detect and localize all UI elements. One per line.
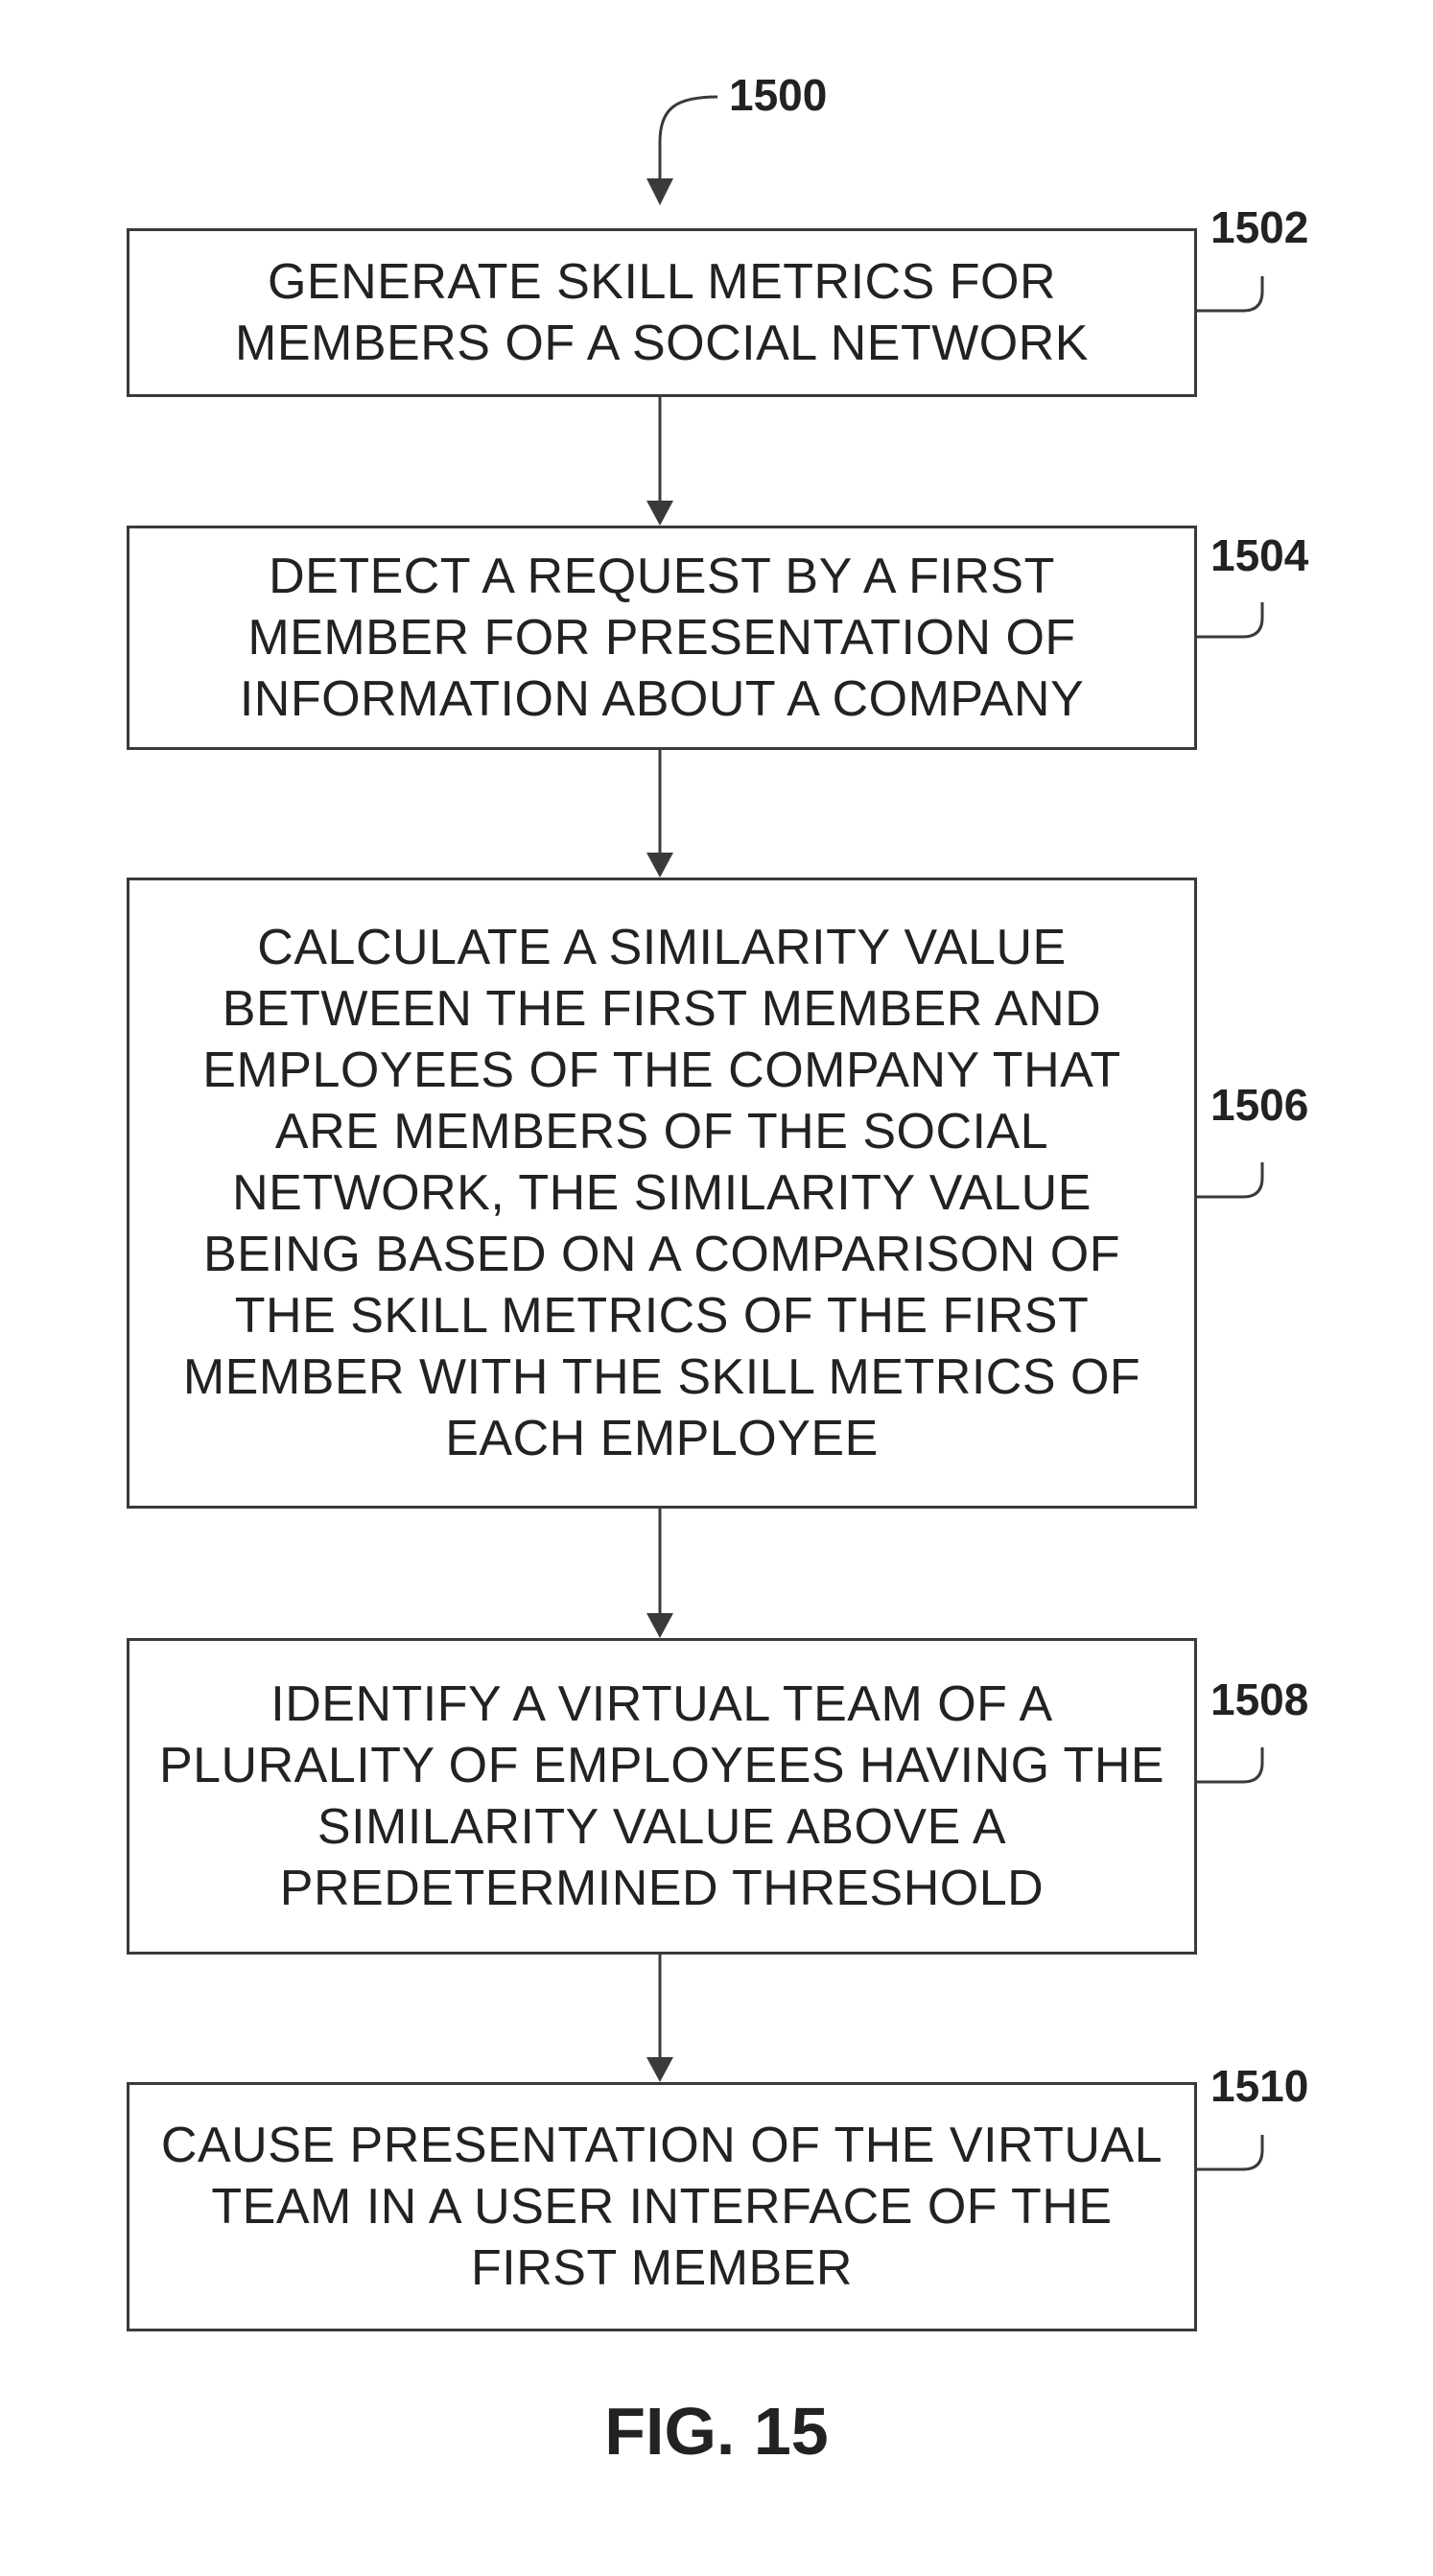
step-text-line: MEMBER FOR PRESENTATION OF [247,607,1075,668]
step-box-1502: GENERATE SKILL METRICS FOR MEMBERS OF A … [127,228,1197,397]
step-box-1504: DETECT A REQUEST BY A FIRST MEMBER FOR P… [127,526,1197,750]
ref-label-1502: 1502 [1210,201,1308,253]
arrow-1508-to-1510-head [646,2057,673,2082]
step-text-line: TEAM IN A USER INTERFACE OF THE [211,2176,1112,2237]
ref-label-1504: 1504 [1210,529,1308,581]
step-text-line: CAUSE PRESENTATION OF THE VIRTUAL [161,2115,1163,2176]
figure-number-label: 1500 [729,69,827,121]
step-text-line: MEMBER WITH THE SKILL METRICS OF [183,1347,1140,1408]
step-box-1508: IDENTIFY A VIRTUAL TEAM OF A PLURALITY O… [127,1638,1197,1955]
step-box-1510: CAUSE PRESENTATION OF THE VIRTUAL TEAM I… [127,2082,1197,2331]
step-text-line: GENERATE SKILL METRICS FOR [268,251,1056,313]
figure-caption: FIG. 15 [0,2393,1433,2470]
step-text-line: INFORMATION ABOUT A COMPANY [240,668,1084,730]
step-text-line: CALCULATE A SIMILARITY VALUE [257,917,1066,978]
step-text-line: BETWEEN THE FIRST MEMBER AND [223,978,1101,1040]
step-text-line: IDENTIFY A VIRTUAL TEAM OF A [270,1674,1052,1735]
arrow-1504-to-1506-head [646,853,673,878]
entry-arrowhead [646,178,673,205]
leader-1508 [1197,1747,1262,1782]
leader-1502 [1197,276,1262,311]
leader-1510 [1197,2135,1262,2169]
step-box-1506: CALCULATE A SIMILARITY VALUE BETWEEN THE… [127,878,1197,1509]
step-text-line: PREDETERMINED THRESHOLD [280,1858,1044,1919]
step-text-line: BEING BASED ON A COMPARISON OF [203,1224,1120,1285]
arrow-1506-to-1508-head [646,1613,673,1638]
entry-arrow [660,97,717,190]
step-text-line: EACH EMPLOYEE [445,1408,879,1469]
step-text-line: NETWORK, THE SIMILARITY VALUE [232,1162,1092,1224]
leader-1504 [1197,602,1262,637]
step-text-line: FIRST MEMBER [471,2237,853,2299]
step-text-line: DETECT A REQUEST BY A FIRST [269,546,1055,607]
leader-1506 [1197,1162,1262,1197]
arrow-1502-to-1504-head [646,501,673,526]
step-text-line: PLURALITY OF EMPLOYEES HAVING THE [159,1735,1164,1796]
step-text-line: ARE MEMBERS OF THE SOCIAL [275,1101,1048,1162]
ref-label-1510: 1510 [1210,2060,1308,2112]
step-text-line: EMPLOYEES OF THE COMPANY THAT [202,1040,1120,1101]
ref-label-1506: 1506 [1210,1079,1308,1131]
step-text-line: SIMILARITY VALUE ABOVE A [317,1796,1006,1858]
ref-label-1508: 1508 [1210,1674,1308,1725]
step-text-line: MEMBERS OF A SOCIAL NETWORK [235,313,1089,374]
step-text-line: THE SKILL METRICS OF THE FIRST [235,1285,1089,1347]
